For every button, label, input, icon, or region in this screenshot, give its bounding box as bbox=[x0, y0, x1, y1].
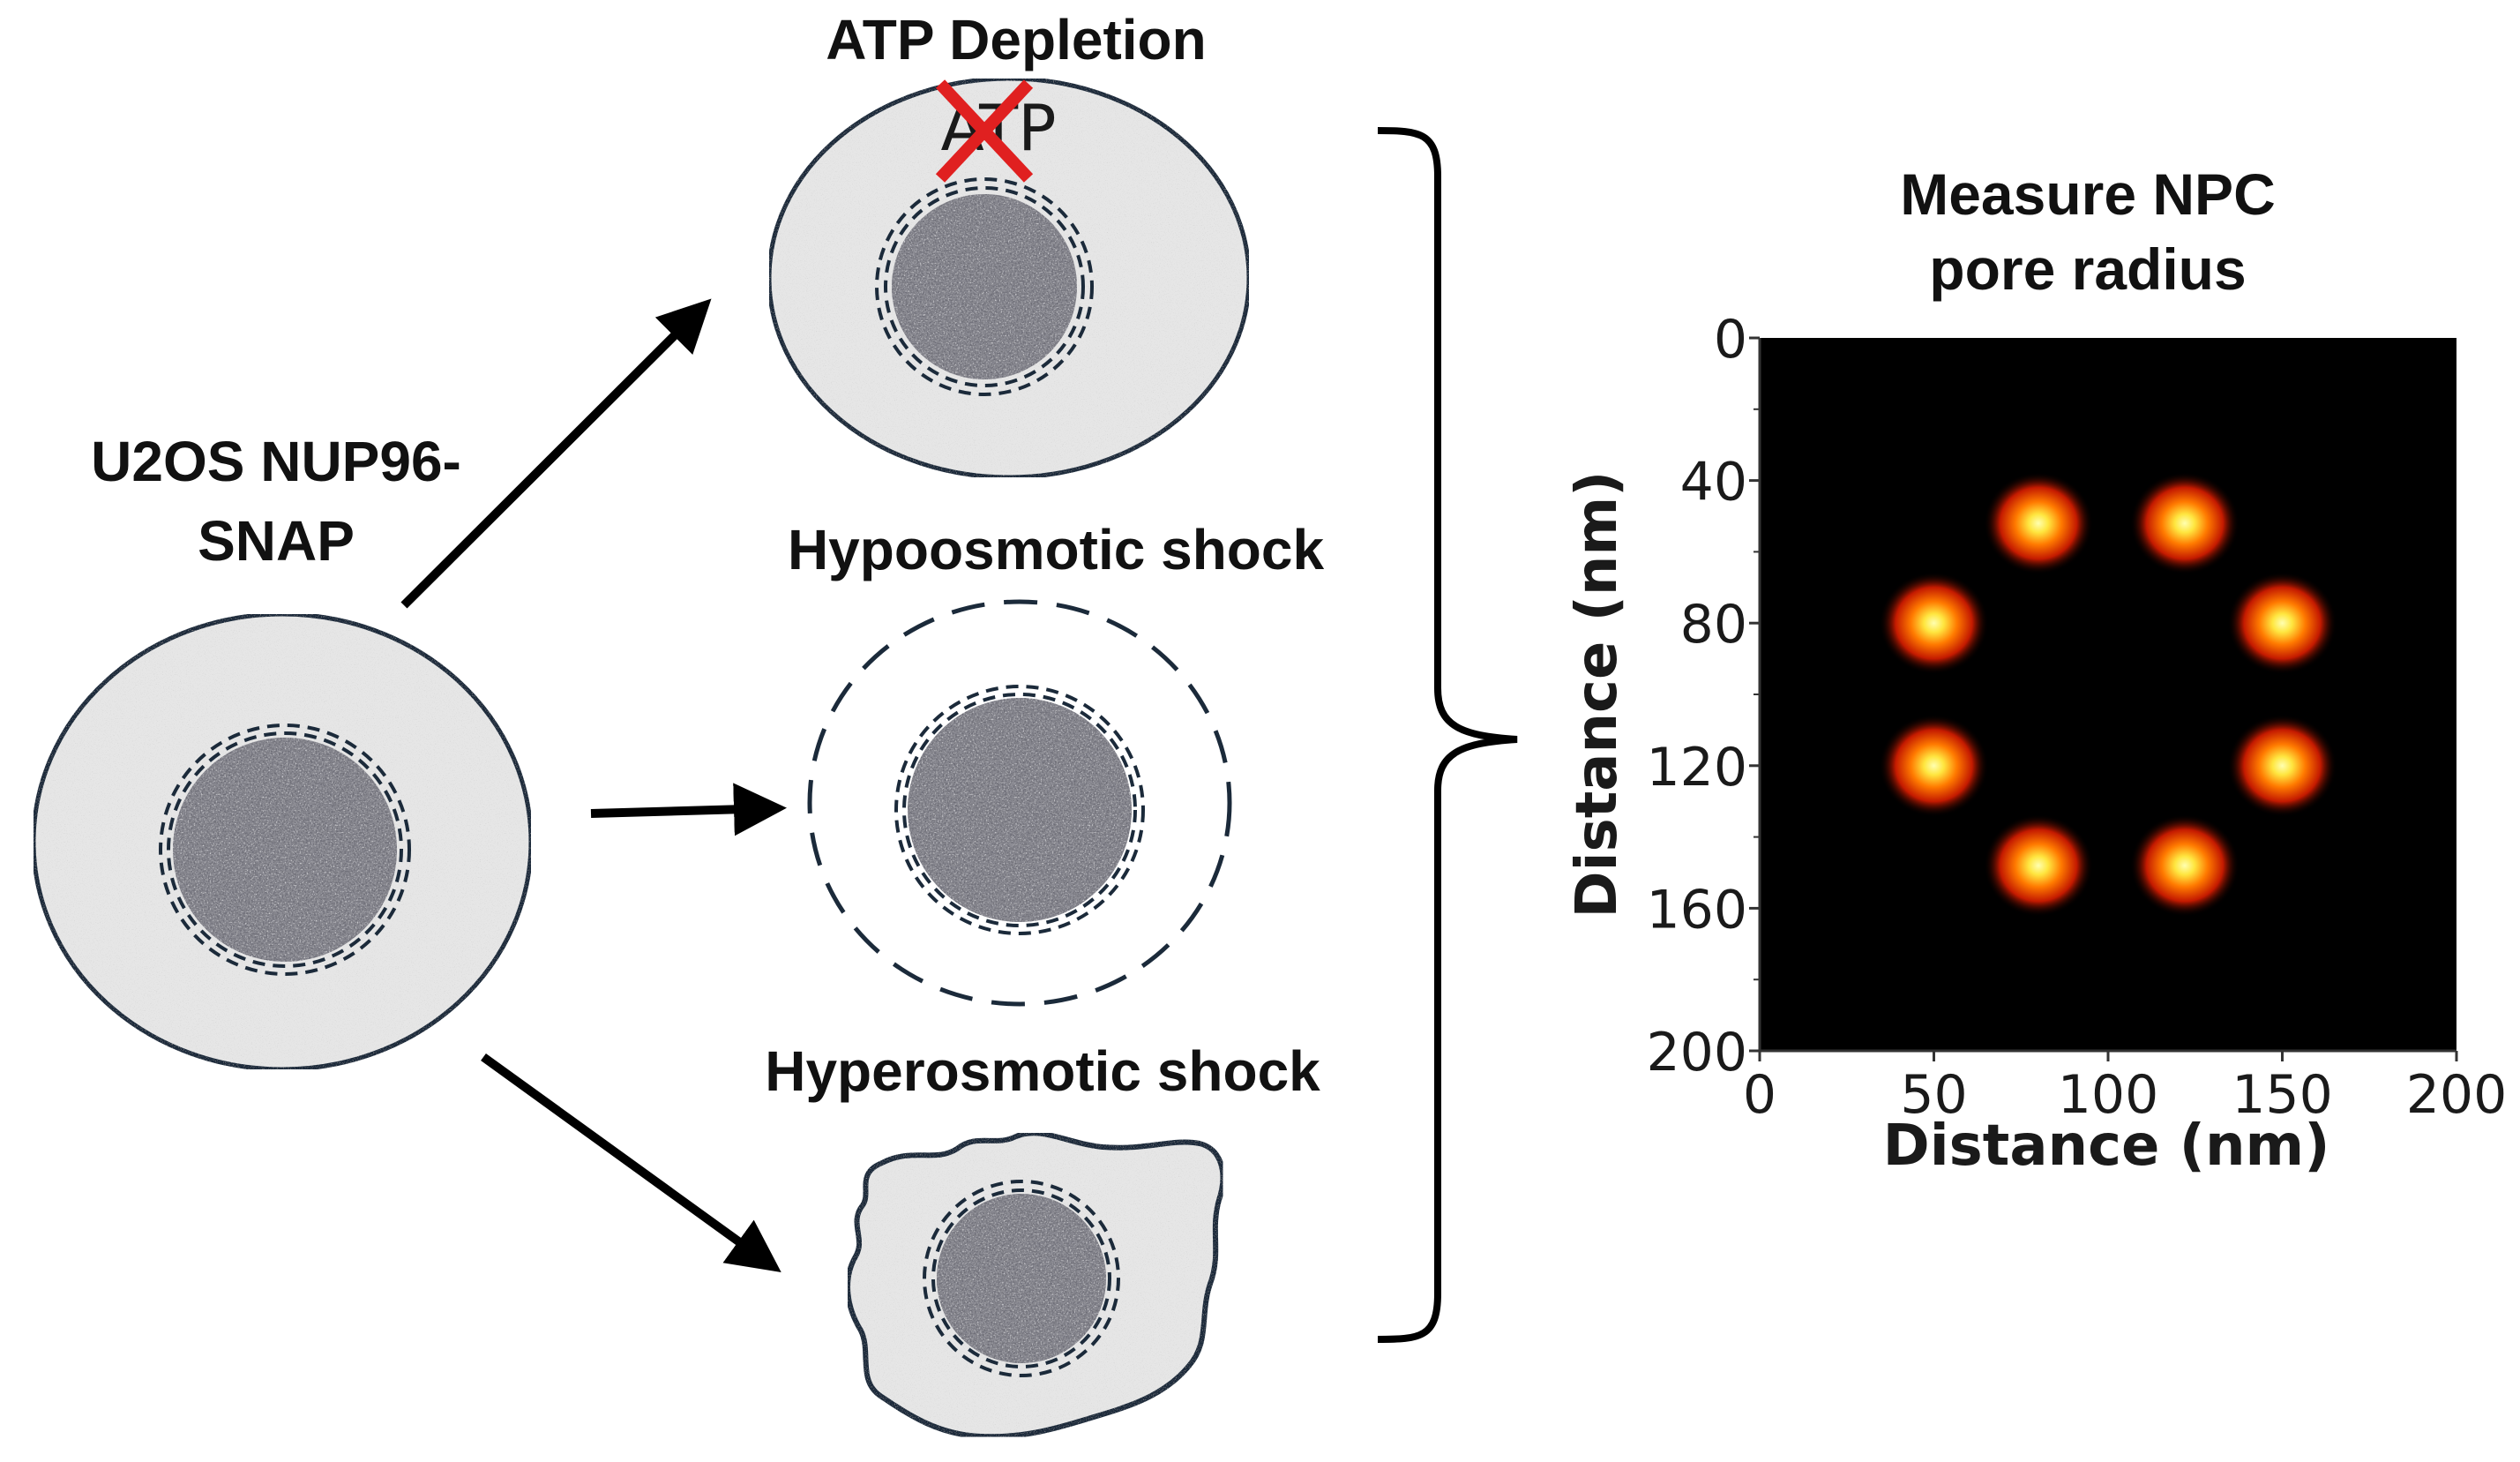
cell-membrane-dashed bbox=[807, 599, 1232, 1007]
nucleus bbox=[892, 194, 1077, 379]
hyperosmotic-title: Hyperosmotic shock bbox=[765, 1039, 1320, 1103]
cell-line-label-line1: U2OS NUP96- bbox=[91, 430, 461, 493]
nuclear-envelope-outer bbox=[159, 724, 411, 976]
npc-subunit-spot-5 bbox=[2129, 813, 2240, 917]
swollen-cell bbox=[807, 599, 1232, 1007]
cell-line-label-line2: SNAP bbox=[198, 509, 355, 573]
nucleus bbox=[908, 698, 1132, 922]
measure-title-line1: Measure NPC bbox=[1900, 161, 2276, 227]
atp-depleted-cell bbox=[766, 76, 1252, 480]
y-tick-label-2: 80 bbox=[1680, 594, 1747, 656]
npc-subunit-spot-3 bbox=[2227, 572, 2337, 675]
npc-subunit-spot-2 bbox=[2129, 472, 2240, 575]
y-tick-label-1: 40 bbox=[1680, 452, 1747, 514]
nuclear-envelope-outer bbox=[923, 1180, 1120, 1377]
npc-subunit-spot-6 bbox=[1984, 813, 2093, 917]
npc-subunit-spot-7 bbox=[1879, 714, 1989, 817]
hypoosmotic-title: Hypoosmotic shock bbox=[788, 518, 1325, 581]
y-tick-label-4: 160 bbox=[1646, 879, 1747, 941]
x-ticks: 0 50 100 150 200 bbox=[1743, 1051, 2507, 1126]
x-tick-label-0: 0 bbox=[1743, 1064, 1776, 1126]
nuclear-envelope-inner bbox=[167, 731, 403, 968]
y-tick-label-3: 120 bbox=[1646, 737, 1747, 798]
x-tick-label-1: 50 bbox=[1900, 1064, 1967, 1126]
arrow-to-atp-depletion bbox=[400, 298, 712, 609]
npc-subunit-spot-1 bbox=[1984, 472, 2093, 575]
y-tick-label-0: 0 bbox=[1714, 309, 1747, 371]
nucleus bbox=[937, 1194, 1106, 1363]
y-ticks: 0 40 80 120 160 200 bbox=[1646, 309, 1760, 1083]
atp-depletion-title: ATP Depletion bbox=[826, 8, 1206, 71]
nuclear-envelope-inner bbox=[902, 693, 1137, 927]
npc-heatmap: 0 40 80 120 160 200 0 50 100 150 200 bbox=[1646, 309, 2507, 1126]
arrow-to-hyperosmotic bbox=[481, 1053, 781, 1273]
nucleus bbox=[173, 738, 397, 962]
nuclear-envelope-outer bbox=[894, 685, 1145, 935]
npc-subunit-spot-4 bbox=[2227, 714, 2337, 817]
x-tick-label-4: 200 bbox=[2406, 1064, 2508, 1126]
nuclear-envelope-outer bbox=[875, 177, 1094, 396]
x-axis-label: Distance (nm) bbox=[1883, 1113, 2330, 1179]
x-tick-label-3: 150 bbox=[2232, 1064, 2333, 1126]
shrunken-cell bbox=[845, 1130, 1226, 1440]
initial-cell bbox=[31, 611, 534, 1072]
nuclear-envelope-inner bbox=[884, 186, 1085, 387]
measure-title-line2: pore radius bbox=[1929, 236, 2246, 302]
y-axis-label: Distance (nm) bbox=[1565, 471, 1630, 918]
nuclear-envelope-inner bbox=[931, 1188, 1111, 1368]
heatmap-background bbox=[1760, 338, 2456, 1051]
npc-subunit-spot-8 bbox=[1879, 572, 1989, 675]
arrow-to-hypoosmotic bbox=[590, 783, 787, 836]
atp-removed-cross-icon bbox=[935, 79, 1034, 183]
y-tick-label-5: 200 bbox=[1646, 1022, 1747, 1083]
grouping-brace bbox=[1377, 127, 1518, 1343]
heatmap-spots bbox=[1879, 472, 2337, 917]
x-tick-label-2: 100 bbox=[2058, 1064, 2159, 1126]
